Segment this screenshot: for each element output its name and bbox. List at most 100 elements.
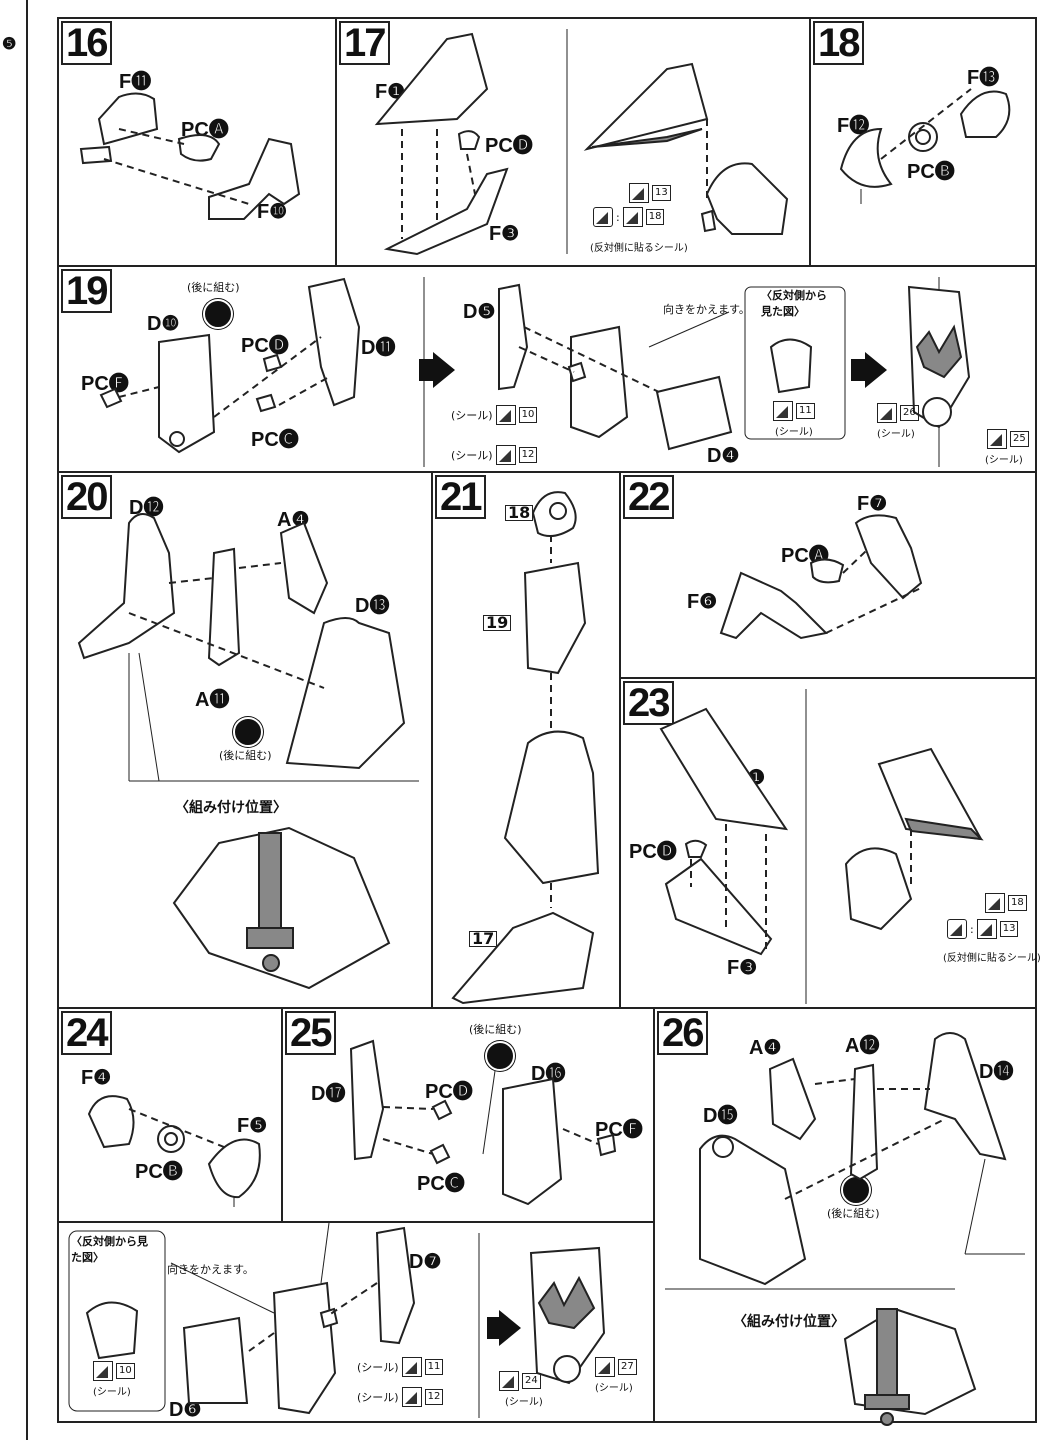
sticker-word: (シール) — [775, 427, 813, 438]
step-number: 24 — [61, 1011, 112, 1055]
step-20-illustration — [77, 513, 419, 990]
sticker-word: (シール) — [93, 1387, 131, 1398]
part-label: A⓫ — [195, 689, 230, 711]
step-17-illustration — [374, 29, 789, 256]
assemble-later-note: (後に組む) — [469, 1023, 522, 1036]
part-label: F⓬ — [837, 115, 870, 137]
sticker-icon — [976, 919, 997, 939]
sticker-ref: 26 — [877, 403, 919, 423]
sticker-word: (シール) — [985, 455, 1023, 466]
step-25-illustration — [349, 1039, 617, 1206]
part-label: PC🅒 — [251, 429, 299, 451]
part-label: PC🅑 — [907, 161, 955, 183]
reverse-view-title: 〈反対側から見た図〉 — [71, 1235, 148, 1264]
step-16-panel: 16 F⓫ PC🅐 F❿ — [57, 17, 337, 267]
part-label: PC🅓 — [629, 841, 677, 863]
part-label: F❼ — [857, 493, 888, 515]
step-26-illustration — [665, 1032, 1025, 1426]
step-21-illustration — [451, 491, 600, 1005]
step-26-panel: 26 A❹ A⓬ D⓮ D⓯ (後に組む) 〈組み付け位置〉 — [653, 1007, 1037, 1426]
assemble-later-note: (後に組む) — [219, 749, 272, 762]
part-label: PC🅓 — [425, 1081, 473, 1103]
sticker-ref: :18 — [593, 207, 665, 227]
step-number: 17 — [339, 21, 390, 65]
part-label: F❿ — [257, 201, 288, 223]
part-label: A⓬ — [845, 1035, 880, 1057]
sticker-ref: 27 — [595, 1357, 637, 1377]
step-number: 23 — [623, 681, 674, 725]
part-label: F❻ — [687, 591, 718, 613]
mount-position-title: 〈組み付け位置〉 — [733, 1314, 845, 1330]
step-number: 26 — [657, 1011, 708, 1055]
step-number: 21 — [435, 475, 486, 519]
sticker-icon — [773, 401, 793, 421]
part-label: PC🅕 — [595, 1119, 643, 1141]
part-label: F⓭ — [967, 67, 1000, 89]
sticker-note: (反対側に貼るシール) — [943, 953, 1041, 964]
sticker-ref: (シール)10 — [451, 405, 538, 425]
mount-position-title: 〈組み付け位置〉 — [175, 800, 287, 816]
step-number: 25 — [285, 1011, 336, 1055]
part-label: D⓯ — [703, 1105, 738, 1127]
step-23-panel: 23 F❶ PC🅓 F❸ 18 :13 (反対側に貼るシール) — [619, 677, 1041, 1009]
step-21-panel: 21 18 19 17 — [431, 471, 621, 1009]
sticker-icon — [987, 429, 1007, 449]
step-number: 20 — [61, 475, 112, 519]
part-label: F❸ — [489, 223, 520, 245]
sticker-ref: (シール)12 — [357, 1387, 444, 1407]
step-22-illustration — [719, 514, 923, 640]
assemble-later-note: (後に組む) — [827, 1207, 880, 1220]
part-label: PC🅑 — [135, 1161, 183, 1183]
part-label: F⓫ — [119, 71, 152, 93]
step-24-illustration — [87, 1095, 261, 1207]
step-number: 16 — [61, 21, 112, 65]
sticker-icon — [595, 1357, 615, 1377]
sticker-ref: (シール)11 — [357, 1357, 444, 1377]
step-18-illustration — [839, 88, 1011, 204]
sticker-ref: 25 — [987, 429, 1029, 449]
part-label: F❸ — [727, 957, 758, 979]
part-label: D❻ — [169, 1399, 202, 1421]
sticker-ref: 24 — [499, 1371, 541, 1391]
sticker-icon — [401, 1357, 422, 1377]
left-strip-marker: ❺ — [2, 36, 17, 53]
step-19-illustration — [99, 277, 971, 467]
part-label: F❹ — [81, 1067, 112, 1089]
step-ref: 17 — [469, 931, 498, 947]
step-16-illustration — [79, 92, 301, 220]
step-17-panel: 17 F❶ PC🅓 F❸ 13 :18 (反対側に貼るシール) — [335, 17, 811, 267]
assemble-later-marker — [233, 717, 263, 747]
sticker-icon — [622, 207, 643, 227]
sticker-word: (シール) — [877, 429, 915, 440]
sticker-ref: (シール)12 — [451, 445, 538, 465]
step-23-illustration — [659, 689, 984, 1004]
part-label: D⓭ — [355, 595, 390, 617]
sticker-ref: 13 — [629, 183, 671, 203]
step-number: 18 — [813, 21, 864, 65]
part-label: PC🅓 — [485, 135, 533, 157]
sticker-icon — [629, 183, 649, 203]
flow-arrow-bar — [851, 359, 867, 381]
sticker-word: (シール) — [595, 1383, 633, 1394]
step-20-panel: 20 D⓬ A❹ D⓭ A⓫ (後に組む) 〈組み付け位置〉 — [57, 471, 433, 1009]
assemble-later-marker — [841, 1175, 871, 1205]
step-number: 19 — [61, 269, 112, 313]
left-page-strip: ❺ — [0, 0, 28, 1440]
turn-note: 向きをかえます。 — [167, 1263, 254, 1276]
sticker-icon — [877, 403, 897, 423]
step-25-lower-illustration — [68, 1222, 606, 1418]
assemble-later-note: (後に組む) — [187, 281, 240, 294]
sticker-icon — [93, 1361, 113, 1381]
reverse-side-icon — [947, 919, 967, 939]
sticker-icon — [499, 1371, 519, 1391]
step-22-panel: 22 F❼ PC🅐 F❻ — [619, 471, 1037, 679]
assemble-later-marker — [203, 299, 233, 329]
part-label: D⓱ — [311, 1083, 346, 1105]
step-19-panel: 19 D❿ PC🅓 D⓫ PC🅕 PC🅒 D❺ D❹ (後に組む) 向きをかえま… — [57, 265, 1037, 473]
part-label: D❿ — [147, 313, 180, 335]
part-label: F❺ — [237, 1115, 268, 1137]
part-label: D❹ — [707, 445, 740, 467]
part-label: PC🅓 — [241, 335, 289, 357]
part-label: D❼ — [409, 1251, 442, 1273]
flow-arrow — [865, 352, 887, 388]
